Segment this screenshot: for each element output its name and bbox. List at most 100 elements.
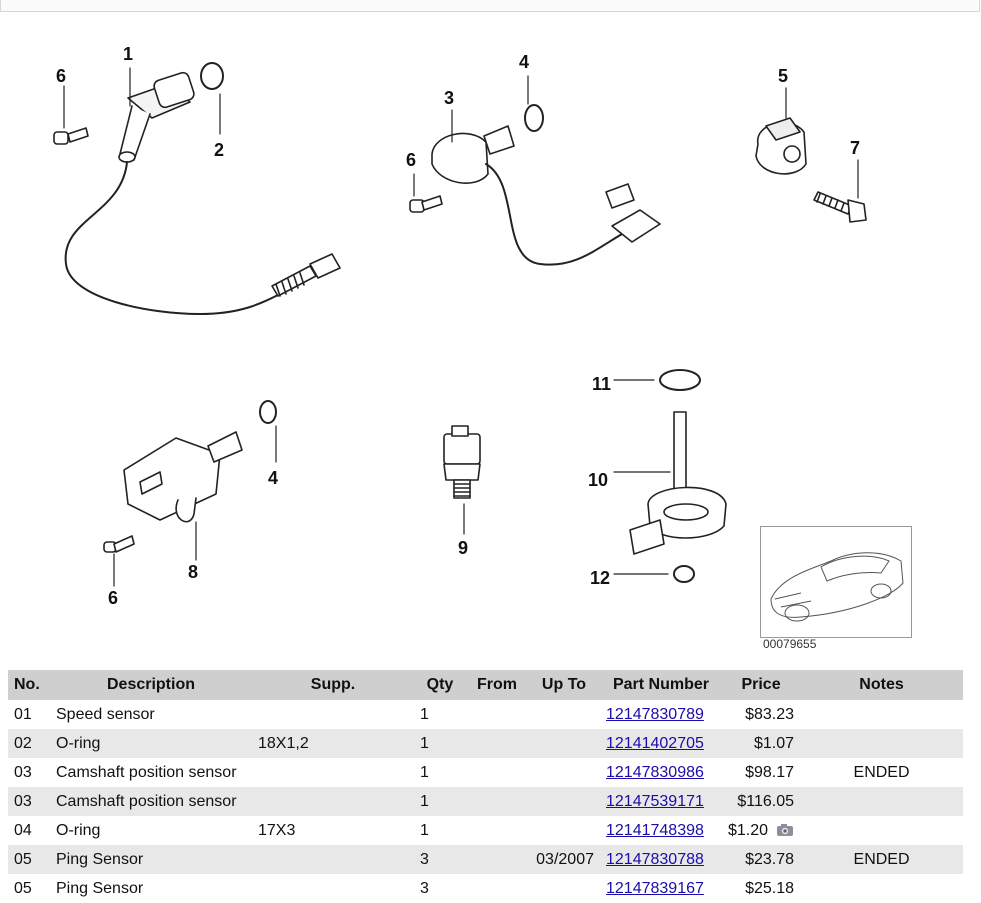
row-description: O-ring [50, 729, 252, 758]
row-notes [800, 729, 963, 758]
part-ping-sensor-drawing [755, 117, 807, 175]
row-price: $83.23 [722, 700, 800, 729]
part-bolt-6c-drawing [103, 535, 135, 553]
price-value: $25.18 [745, 879, 795, 897]
row-number: 05 [8, 845, 50, 874]
row-from [466, 874, 528, 903]
callout-9: 9 [458, 538, 468, 558]
vehicle-thumbnail[interactable] [760, 526, 912, 638]
row-qty: 3 [420, 879, 429, 897]
price-value: $23.78 [745, 850, 795, 868]
header-notes: Notes [800, 670, 963, 700]
callout-1: 1 [123, 44, 133, 64]
camera-icon[interactable] [776, 823, 794, 837]
diagram-image-code: 00079655 [763, 637, 817, 651]
row-from [466, 700, 528, 729]
row-description: Speed sensor [56, 705, 155, 723]
callout-6: 6 [56, 66, 66, 86]
row-number: 05 [14, 879, 32, 897]
callout-12: 12 [590, 568, 610, 588]
row-up-to [528, 816, 600, 845]
row-supp [252, 700, 414, 729]
row-part-number: 12147830789 [600, 700, 722, 729]
header-up-to: Up To [528, 670, 600, 700]
row-description: Ping Sensor [50, 845, 252, 874]
header-qty: Qty [414, 670, 466, 700]
row-up-to [528, 787, 600, 816]
row-part-number: 12147839167 [600, 874, 722, 903]
callout-5: 5 [778, 66, 788, 86]
row-up-to [528, 874, 600, 903]
row-price: $1.07 [722, 729, 801, 758]
part-number-link[interactable]: 12147839167 [606, 879, 704, 897]
row-up-to [528, 700, 600, 729]
part-oring-2-drawing [200, 62, 224, 90]
row-notes [800, 700, 963, 729]
header-description: Description [50, 670, 252, 700]
part-number-link[interactable]: 12141402705 [606, 734, 704, 752]
part-number-link[interactable]: 12147830789 [606, 705, 704, 723]
row-qty: 1 [420, 821, 429, 839]
callout-11: 11 [592, 374, 611, 394]
part-plug-12-drawing [673, 565, 695, 583]
row-qty: 1 [414, 787, 466, 816]
row-from [466, 787, 528, 816]
row-part-number: 12147830986 [600, 758, 722, 787]
row-part-number: 12141402705 [600, 729, 722, 758]
callout-4: 4 [519, 52, 529, 72]
row-part-number: 12141748398 [600, 816, 722, 845]
parts-diagram: 1 2 3 4 5 6 7 6 4 8 6 9 10 11 12 [0, 14, 981, 666]
part-number-link[interactable]: 12147539171 [606, 792, 704, 810]
callout-6: 6 [406, 150, 416, 170]
table-row: 05 Ping Sensor 3 12147839167 $25.18 [8, 874, 963, 903]
row-part-number: 12147539171 [600, 787, 722, 816]
row-number: 01 [14, 705, 32, 723]
part-number-link[interactable]: 12147830788 [606, 850, 704, 868]
header-no: No. [8, 670, 50, 700]
callout-4: 4 [268, 468, 278, 488]
row-qty: 1 [414, 729, 466, 758]
part-bolt-6a-drawing [53, 127, 89, 145]
part-camshaft-sensor-drawing [431, 125, 661, 266]
row-up-to [528, 729, 600, 758]
row-qty: 3 [414, 845, 466, 874]
price-value: $83.23 [745, 705, 795, 723]
row-up-to [528, 758, 600, 787]
row-notes [800, 874, 963, 903]
part-oring-4b-drawing [259, 400, 277, 424]
row-description: Ping Sensor [56, 879, 144, 897]
leader-lines [63, 67, 859, 587]
part-oring-4a-drawing [524, 104, 544, 132]
top-bar [0, 0, 980, 12]
row-description: Camshaft position sensor [56, 763, 237, 781]
row-qty: 1 [420, 705, 429, 723]
callout-2: 2 [214, 140, 224, 160]
row-number: 03 [8, 787, 50, 816]
header-part-number: Part Number [600, 670, 722, 700]
table-row: 01 Speed sensor 1 12147830789 $83.23 [8, 700, 963, 729]
row-notes: ENDED [853, 763, 910, 781]
part-number-link[interactable]: 12147830986 [606, 763, 704, 781]
part-number-link[interactable]: 12141748398 [606, 821, 704, 839]
row-notes: ENDED [800, 845, 963, 874]
table-header-row: No. Description Supp. Qty From Up To Par… [8, 670, 963, 700]
row-notes [800, 816, 963, 845]
row-supp [252, 758, 414, 787]
header-from: From [466, 670, 528, 700]
row-price: $116.05 [722, 787, 801, 816]
row-supp [252, 845, 414, 874]
parts-table: No. Description Supp. Qty From Up To Par… [8, 670, 963, 903]
parts-diagram-drawing: 1 2 3 4 5 6 7 6 4 8 6 9 10 11 12 [53, 44, 867, 608]
row-supp: 17X3 [258, 821, 296, 839]
row-price: $23.78 [722, 845, 801, 874]
row-supp [252, 874, 414, 903]
price-value: $1.07 [754, 734, 795, 752]
row-price: $1.20 [722, 816, 800, 845]
header-price: Price [722, 670, 801, 700]
callout-3: 3 [444, 88, 454, 108]
